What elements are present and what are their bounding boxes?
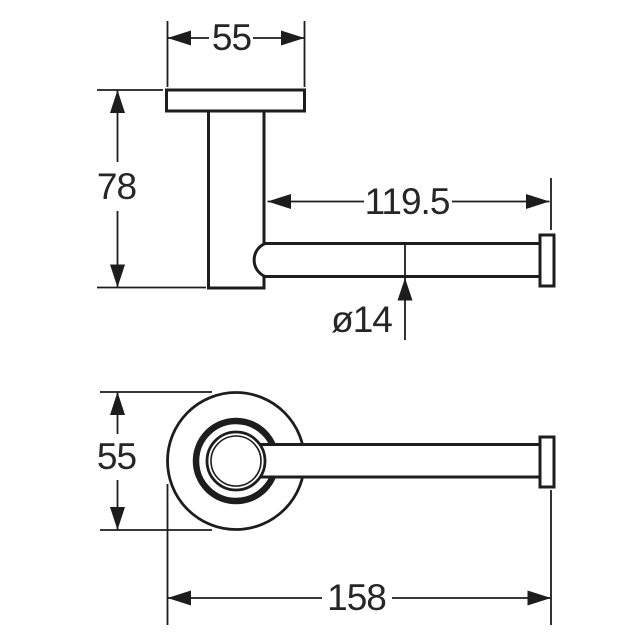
roll-bar-side (252, 242, 540, 278)
arrowhead-up-icon (397, 278, 413, 301)
roll-bar-body (236, 444, 540, 477)
dimension-bar-diameter: ø14 (331, 242, 413, 340)
end-cap-front (538, 435, 556, 489)
dimension-label-rosette-diameter: 55 (97, 436, 137, 477)
hub-outer-circle (205, 430, 267, 492)
dimension-rosette-diameter: 55 (97, 391, 212, 531)
dimension-total-length: 158 (166, 484, 552, 625)
front-view: 55 158 (97, 391, 556, 625)
dimension-height: 78 (97, 89, 206, 289)
side-view: 55 78 119.5 ø14 (97, 17, 556, 340)
dimension-label-plate-width: 55 (212, 17, 252, 58)
dimension-label-bar-diameter: ø14 (331, 299, 392, 340)
arrowhead-right-icon (281, 30, 305, 46)
arrowhead-down-icon (110, 507, 125, 530)
arrowhead-right-icon (526, 194, 550, 209)
arrowhead-down-icon (110, 264, 125, 288)
mounting-post (207, 109, 266, 290)
dimension-bar-length: 119.5 (267, 178, 552, 230)
dimension-plate-width: 55 (166, 17, 306, 87)
arrowhead-up-icon (110, 90, 125, 113)
arrowhead-left-icon (167, 590, 191, 606)
dimension-label-height: 78 (97, 166, 136, 207)
hub-inner-circle (210, 435, 262, 487)
end-cap-side (538, 233, 556, 288)
roll-bar-front (236, 435, 556, 489)
wall-plate (165, 88, 306, 113)
arrowhead-up-icon (110, 392, 125, 415)
arrowhead-left-icon (267, 194, 291, 209)
dimension-label-bar-length: 119.5 (365, 181, 450, 222)
arrowhead-right-icon (527, 590, 551, 606)
dimension-label-total-length: 158 (327, 577, 386, 618)
arrowhead-left-icon (167, 30, 191, 46)
